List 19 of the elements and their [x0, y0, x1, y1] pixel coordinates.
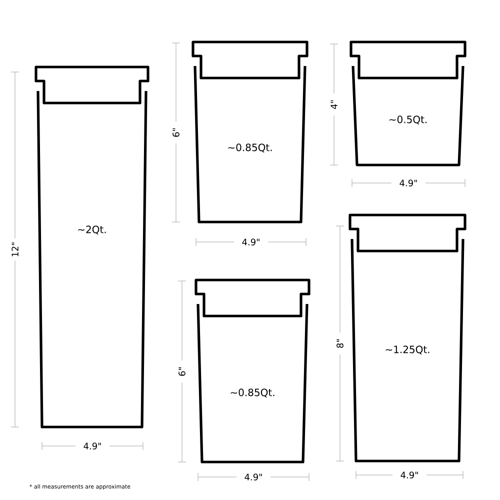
dimension-label: 4.9" [244, 474, 262, 480]
container-drawing: ~1.25Qt. [348, 214, 466, 462]
dimension-label: 4.9" [400, 180, 417, 186]
dimension-label: 4.9" [84, 442, 101, 450]
container-drawing: ~0.5Qt. [350, 40, 466, 166]
dimension-label: 12" [12, 242, 18, 256]
container-drawing: ~0.85Qt. [192, 40, 308, 224]
container-drawing: ~0.85Qt. [194, 278, 310, 464]
dimension-label: 4" [330, 100, 338, 109]
node-label: ~1.25Qt. [386, 346, 430, 354]
node-label: ~0.85Qt. [230, 388, 274, 398]
node-label: ~0.85Qt. [228, 144, 272, 152]
dimension-label: 4.9" [242, 238, 260, 246]
container-drawing: ~2Qt. [34, 66, 150, 428]
dimension-label: 6" [172, 128, 180, 137]
node-label: ~2Qt. [78, 226, 106, 234]
dimension-label: 4.9" [400, 472, 418, 478]
dimension-label: 6" [178, 367, 186, 376]
node-label: ~0.5Qt. [389, 116, 427, 124]
